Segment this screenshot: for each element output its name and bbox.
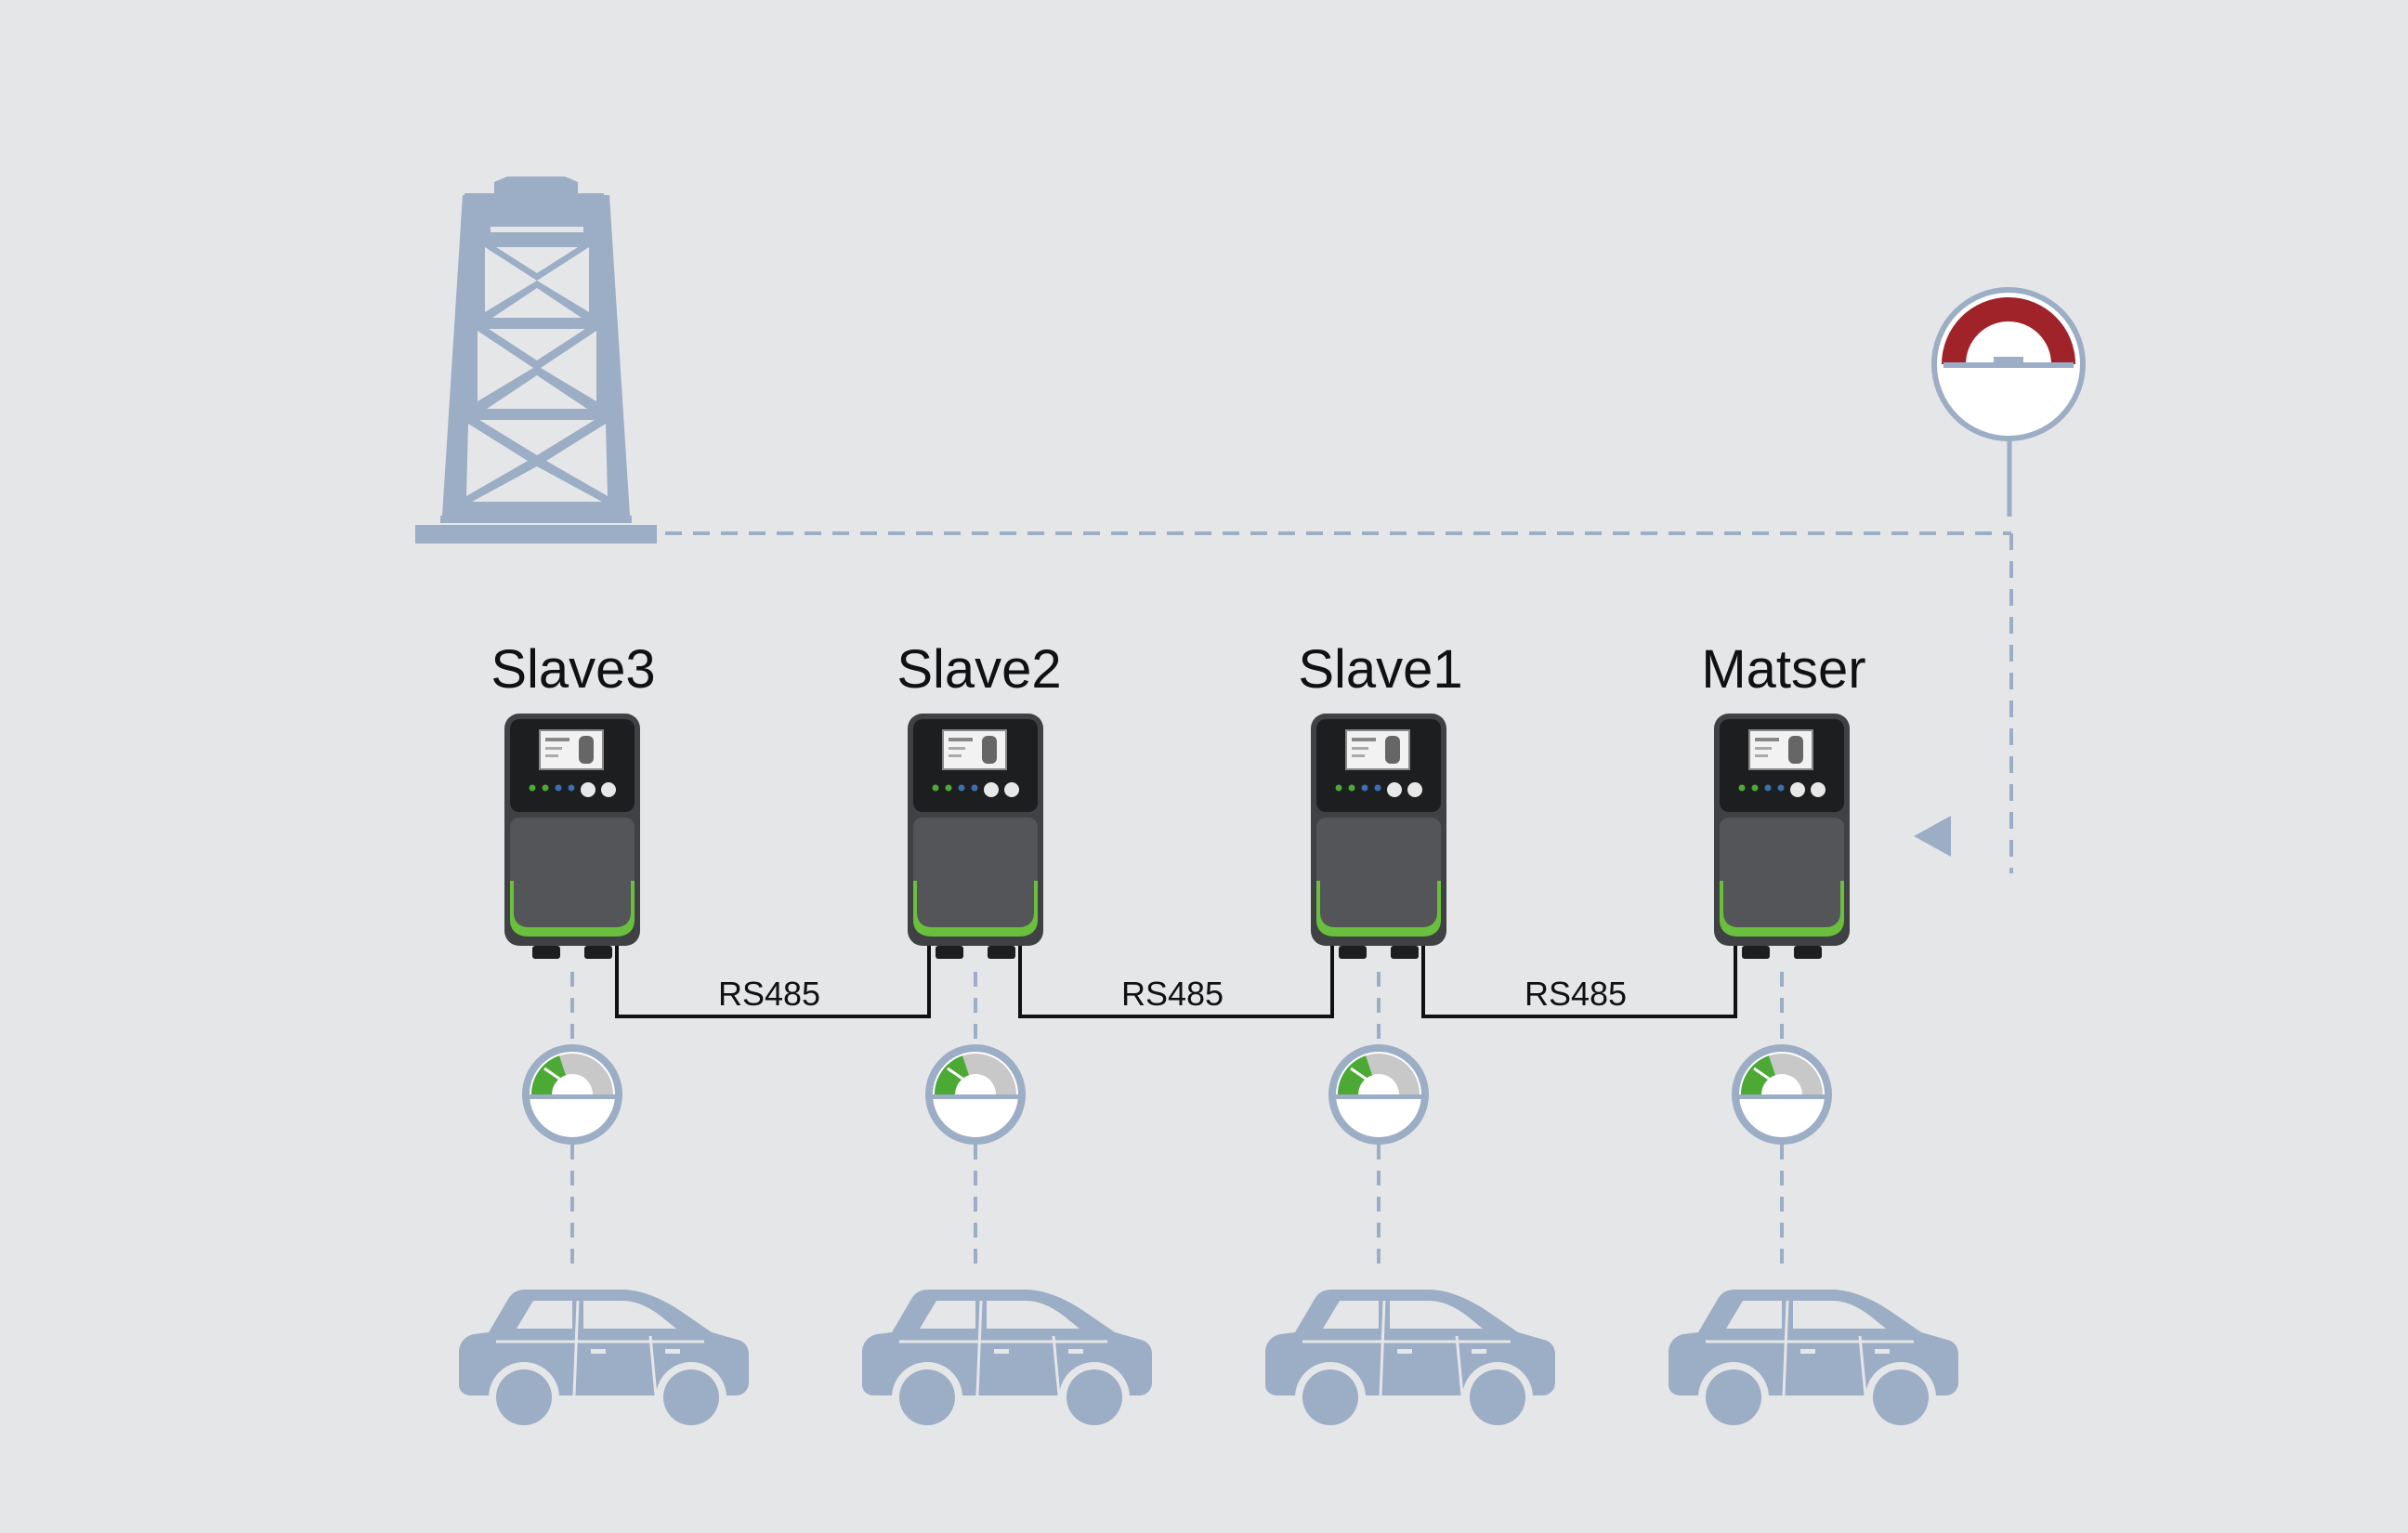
charger-column: Slave1 (1263, 639, 1557, 1435)
arrow-left-icon (1914, 816, 1951, 857)
charger-device (907, 713, 1044, 960)
car-icon (1667, 1288, 1960, 1435)
energy-meter-icon (929, 1048, 1022, 1141)
rs485-bus-wiring (615, 940, 1737, 1018)
charger-column: Matser (1667, 639, 1960, 1435)
charger-device (1713, 713, 1851, 960)
grid-connection-lines (665, 437, 2013, 873)
link-label: RS485 (1121, 975, 1224, 1013)
grid-meter-icon (1931, 287, 2086, 441)
charger-name: Matser (1701, 639, 1865, 700)
energy-meter-icon (1332, 1048, 1425, 1141)
charger-device (504, 713, 641, 960)
energy-meter-icon (526, 1048, 619, 1141)
power-tower-icon (415, 177, 657, 544)
energy-meter-icon (1735, 1048, 1828, 1141)
charger-name: Slave3 (491, 639, 655, 700)
charger-column: Slave2 (860, 639, 1154, 1435)
car-icon (1263, 1288, 1557, 1435)
link-label: RS485 (1525, 975, 1627, 1013)
charger-column: Slave3 (457, 639, 751, 1435)
link-label: RS485 (718, 975, 820, 1013)
charger-device (1310, 713, 1447, 960)
car-icon (457, 1288, 751, 1435)
charger-name: Slave1 (1298, 639, 1462, 700)
car-icon (860, 1288, 1154, 1435)
charger-name: Slave2 (896, 639, 1061, 700)
